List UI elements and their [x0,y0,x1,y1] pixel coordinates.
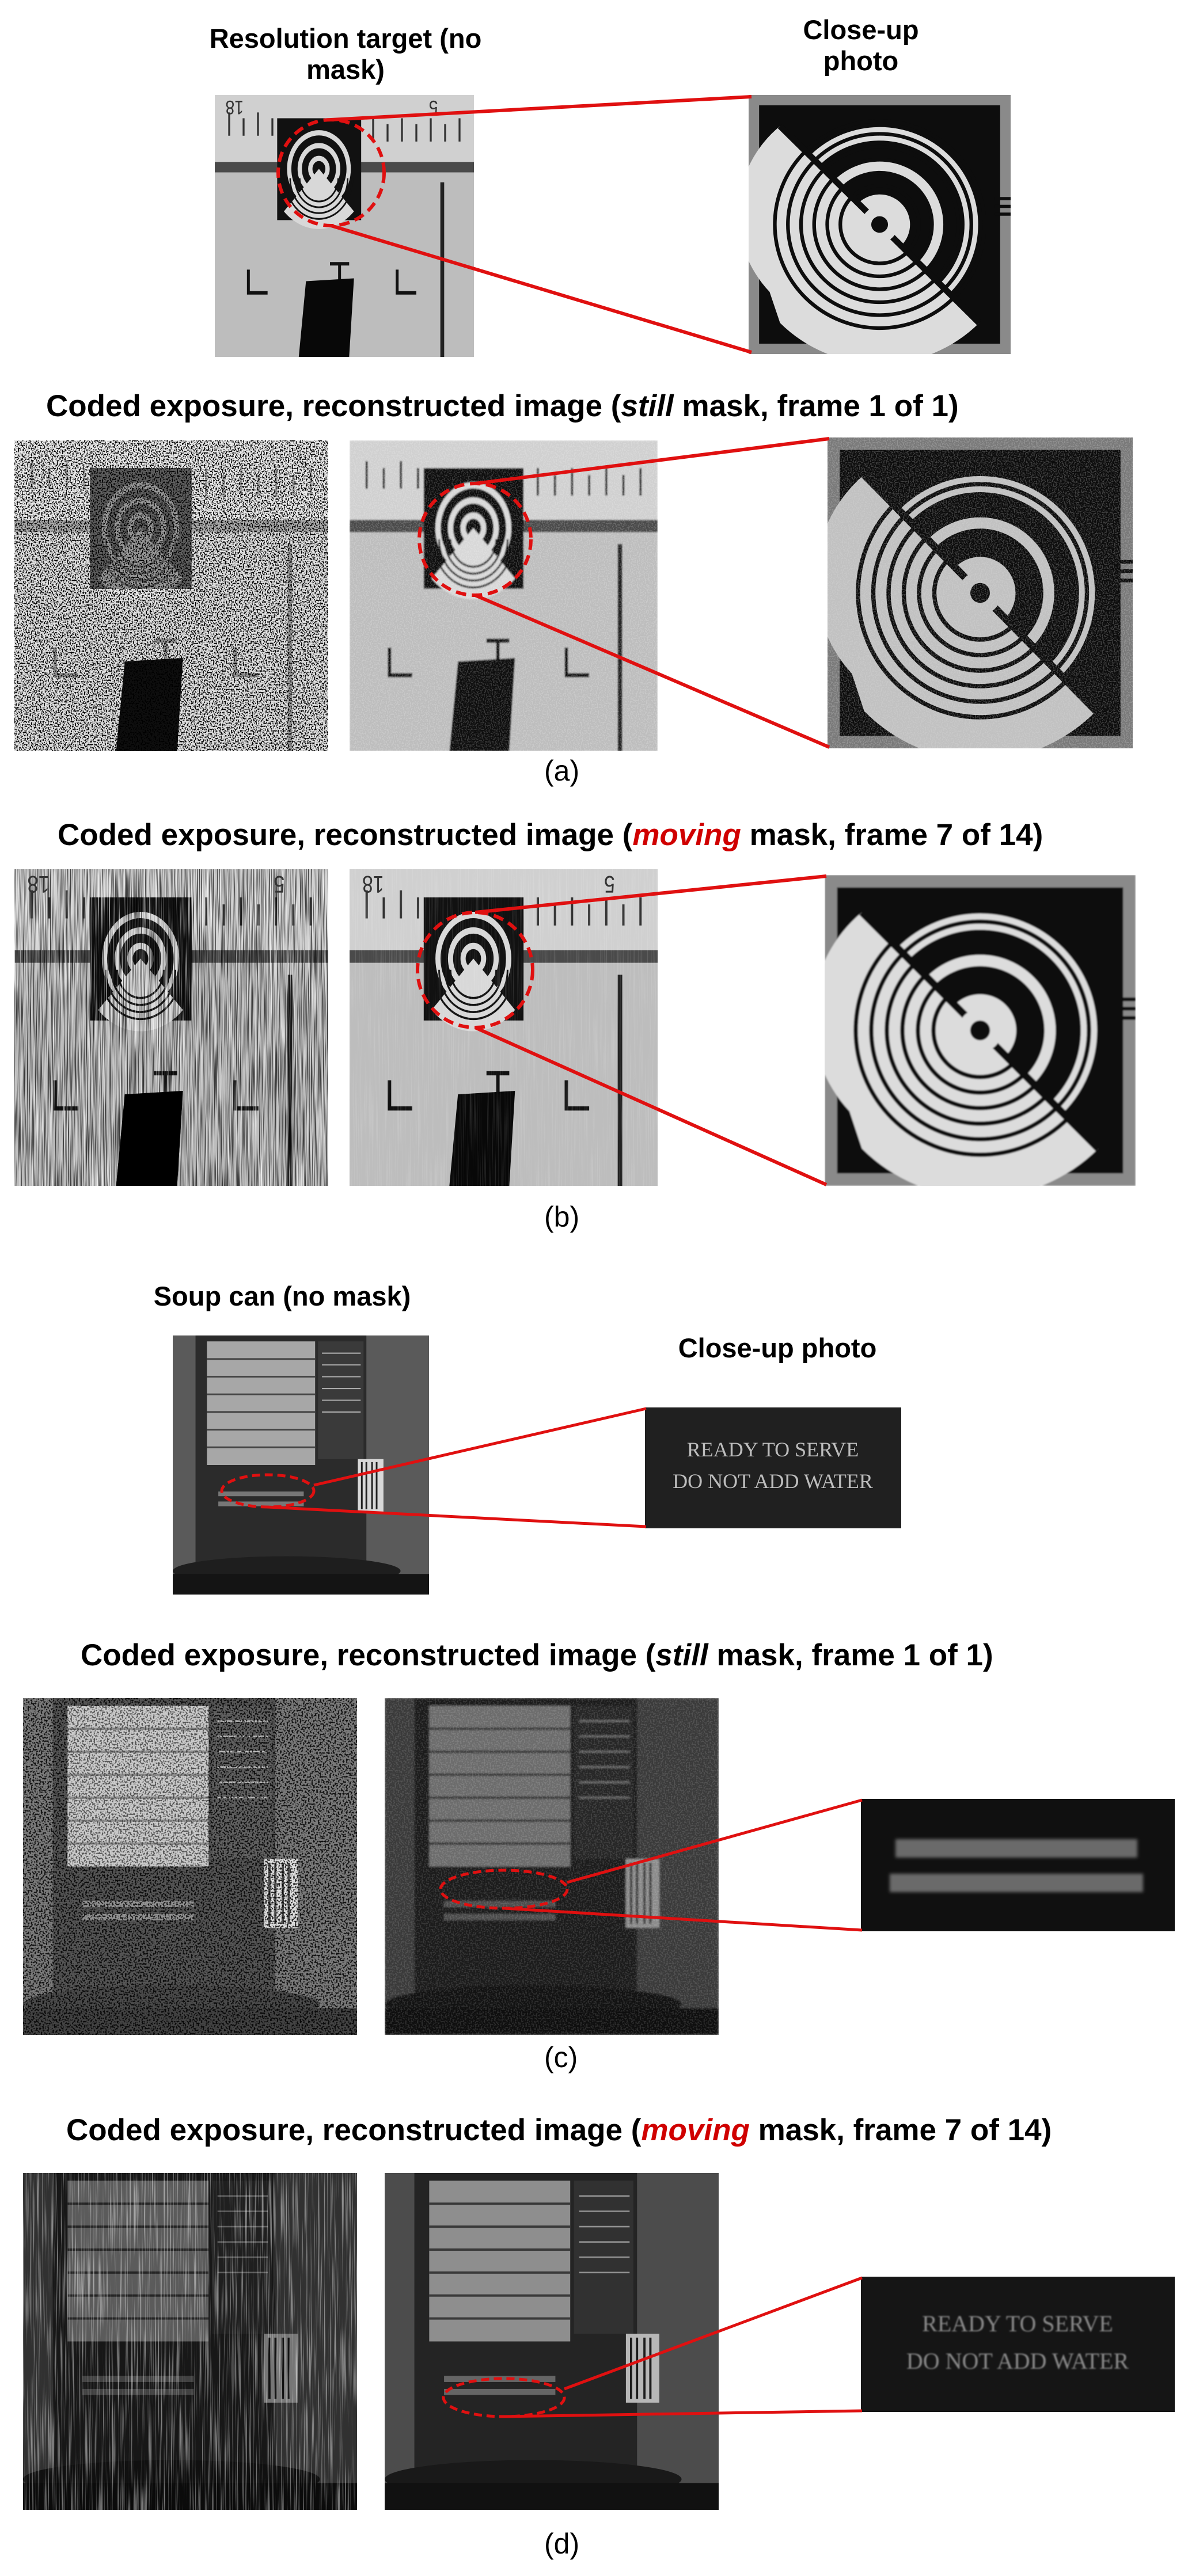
reconstructed-still-closeup [828,437,1133,748]
soup-can-closeup-photo: READY TO SERVE DO NOT ADD WATER [645,1407,901,1528]
caption-a: (a) [544,755,580,787]
coded-exposure-moving-can [23,2173,357,2510]
reconstructed-still-can-closeup [861,1799,1175,1931]
closeup-text-line1: READY TO SERVE [687,1438,859,1461]
target-closeup-photo [749,95,1011,354]
coded-exposure-still-target [14,440,328,751]
caption-b: (b) [544,1201,580,1233]
resolution-target-photo: 18 5 [215,95,474,357]
ruler-mark-5: 5 [429,96,438,119]
caption-d: (d) [544,2528,580,2560]
closeup-text-line2: DO NOT ADD WATER [673,1470,873,1493]
caption-c: (c) [544,2041,578,2073]
label-closeup-photo-a: Close-up photo [803,14,919,77]
coded-exposure-still-can [23,1698,357,2035]
reconstructed-moving-target: 18 5 [350,869,658,1186]
soup-can-photo [173,1335,429,1595]
heading-panel-d: Coded exposure, reconstructed image (mov… [66,2113,1052,2147]
reconstructed-still-can [385,1698,719,2035]
ruler-mark-18-b1: 18 [27,870,49,897]
ruler-mark-18: 18 [225,96,244,119]
ruler-mark-18-b2: 18 [362,870,384,897]
reconstructed-moving-can-closeup: READY TO SERVE DO NOT ADD WATER [861,2277,1175,2412]
reconstructed-moving-closeup [825,875,1136,1186]
ruler-mark-5-b1: 5 [274,870,284,897]
coded-exposure-moving-target: 18 5 [14,869,328,1186]
moving-closeup-text-line1: READY TO SERVE [922,2311,1113,2337]
heading-panel-c: Coded exposure, reconstructed image (sti… [81,1638,993,1672]
label-closeup-photo-c: Close-up photo [678,1333,877,1363]
label-resolution-target: Resolution target (no mask) [209,23,482,85]
ruler-mark-5-b2: 5 [604,870,615,897]
reconstructed-still-target [350,440,658,751]
label-soup-can: Soup can (no mask) [153,1281,411,1311]
heading-panel-b: Coded exposure, reconstructed image (mov… [58,818,1043,852]
moving-closeup-text-line2: DO NOT ADD WATER [906,2348,1129,2374]
heading-panel-a: Coded exposure, reconstructed image (sti… [46,389,959,423]
reconstructed-moving-can [385,2173,719,2510]
